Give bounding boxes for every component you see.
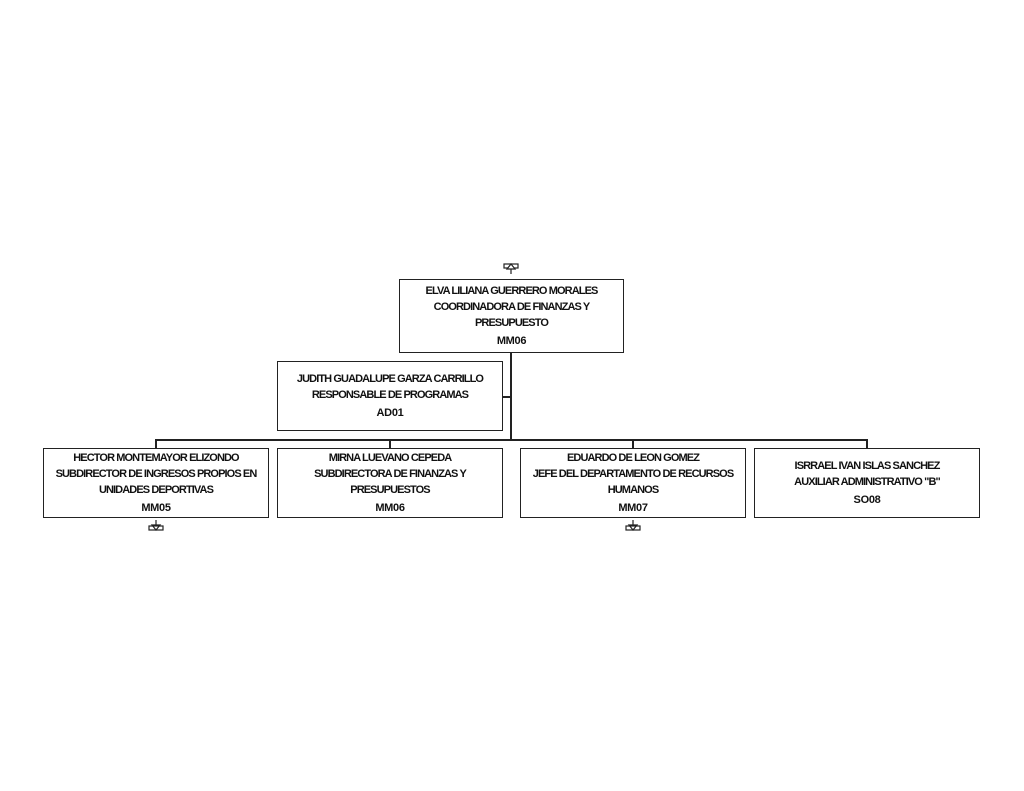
node-name: ISRRAEL IVAN ISLAS SANCHEZ (794, 460, 941, 472)
navigate-down-icon[interactable] (625, 519, 641, 531)
org-node-subordinate[interactable]: MIRNA LUEVANO CEPEDA SUBDIRECTORA DE FIN… (277, 448, 503, 518)
node-code: SO08 (853, 494, 881, 506)
node-title: RESPONSABLE DE PROGRAMAS (311, 389, 469, 401)
node-name: EDUARDO DE LEON GOMEZ (566, 452, 700, 464)
node-code: AD01 (376, 407, 404, 419)
node-name: HECTOR MONTEMAYOR ELIZONDO (73, 452, 239, 464)
node-name: JUDITH GUADALUPE GARZA CARRILLO (296, 373, 484, 385)
org-node-subordinate[interactable]: EDUARDO DE LEON GOMEZ JEFE DEL DEPARTAME… (520, 448, 746, 518)
node-title: AUXILIAR ADMINISTRATIVO "B" (794, 476, 941, 488)
node-title: SUBDIRECTORA DE FINANZAS Y PRESUPUESTOS (314, 468, 467, 496)
connector-drop-1 (155, 439, 157, 449)
node-title: JEFE DEL DEPARTAMENTO DE RECURSOS HUMANO… (532, 468, 734, 496)
node-code: MM06 (496, 335, 527, 347)
node-code: MM07 (618, 502, 648, 514)
node-title: SUBDIRECTOR DE INGRESOS PROPIOS EN UNIDA… (55, 468, 258, 496)
org-node-subordinate[interactable]: HECTOR MONTEMAYOR ELIZONDO SUBDIRECTOR D… (43, 448, 269, 518)
node-title: COORDINADORA DE FINANZAS Y PRESUPUESTO (433, 301, 591, 329)
node-name: MIRNA LUEVANO CEPEDA (328, 452, 452, 464)
connector-staff (502, 396, 511, 398)
org-node-root[interactable]: ELVA LILIANA GUERRERO MORALES COORDINADO… (399, 279, 624, 353)
org-node-subordinate[interactable]: ISRRAEL IVAN ISLAS SANCHEZ AUXILIAR ADMI… (754, 448, 980, 518)
node-code: MM06 (375, 502, 405, 514)
connector-drop-2 (389, 439, 391, 449)
connector-drop-3 (632, 439, 634, 449)
node-name: ELVA LILIANA GUERRERO MORALES (425, 285, 599, 297)
navigate-down-icon[interactable] (148, 519, 164, 531)
connector-drop-4 (866, 439, 868, 449)
node-code: MM05 (141, 502, 171, 514)
connector-horizontal-bar (155, 439, 867, 441)
org-node-staff[interactable]: JUDITH GUADALUPE GARZA CARRILLO RESPONSA… (277, 361, 503, 431)
navigate-up-icon[interactable] (503, 263, 519, 275)
